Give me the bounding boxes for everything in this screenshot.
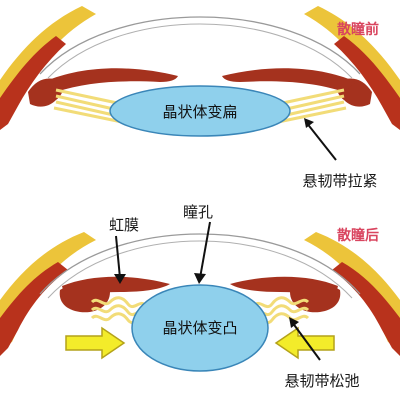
bottom-panel: 晶状体变凸 虹膜 瞳孔 悬韧带松弛 散瞳后 bbox=[0, 203, 400, 390]
iris-label: 虹膜 bbox=[109, 216, 139, 234]
state-label-top: 散瞳前 bbox=[337, 21, 379, 38]
iris-left-bottom bbox=[62, 276, 170, 300]
zonules-right-top bbox=[277, 88, 347, 124]
zonule-label-top: 悬韧带拉紧 bbox=[302, 172, 377, 190]
sclera-inner-left-top bbox=[0, 36, 66, 130]
pupil-label: 瞳孔 bbox=[183, 203, 213, 221]
iris-pointer-head bbox=[114, 274, 126, 284]
arrow-right-icon bbox=[65, 326, 126, 360]
iris-right-bottom bbox=[230, 276, 338, 300]
lens-flat bbox=[109, 85, 291, 137]
cornea-inner-bottom bbox=[47, 240, 353, 299]
sclera-inner-left-bottom bbox=[0, 262, 68, 356]
sclera-inner-right-bottom bbox=[332, 262, 400, 356]
pupil-pointer bbox=[199, 221, 211, 279]
state-label-bottom: 散瞳后 bbox=[337, 227, 379, 244]
zonule-pointer-top bbox=[305, 121, 337, 161]
lens-label-top: 晶状体变扁 bbox=[162, 103, 237, 121]
lens-label-bottom: 晶状体变凸 bbox=[162, 319, 237, 337]
iris-right-top bbox=[222, 68, 356, 92]
cornea-top bbox=[39, 16, 361, 75]
top-panel: 晶状体变扁 悬韧带拉紧 散瞳前 bbox=[0, 6, 400, 190]
zonule-label-bottom: 悬韧带松弛 bbox=[284, 372, 359, 390]
zonule-pointer-bottom bbox=[291, 321, 321, 361]
pupil-pointer-head bbox=[194, 273, 206, 284]
zonule-pointer-head-top bbox=[304, 118, 314, 128]
zonules-left-top bbox=[53, 88, 123, 124]
cornea-bottom bbox=[39, 233, 361, 295]
iris-pointer bbox=[115, 235, 121, 279]
cornea-inner-top bbox=[47, 23, 353, 79]
sclera-inner-right-top bbox=[334, 36, 400, 130]
zonule-pointer-head-bottom bbox=[289, 317, 299, 328]
lens-convex bbox=[131, 284, 269, 372]
arrow-left-icon bbox=[274, 326, 335, 360]
iris-left-top bbox=[44, 68, 178, 92]
